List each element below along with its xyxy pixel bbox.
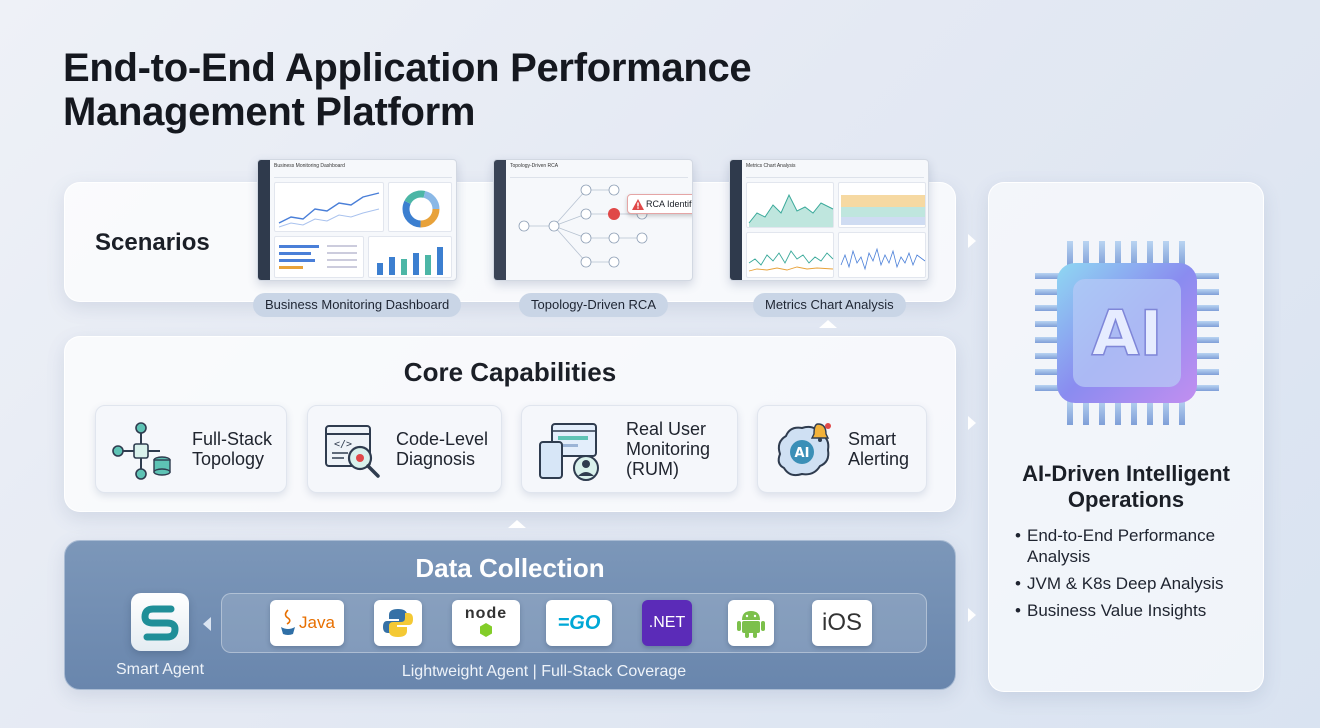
arrow-up-icon [508,520,526,528]
ai-brain-alert-icon: AI [777,423,831,477]
ai-chip-icon: AI [1035,241,1219,425]
capability-line: Real User [626,419,707,439]
scenarios-panel: Scenarios Business Monitoring Dashboard [64,159,956,317]
scenario-pill-business-dashboard[interactable]: Business Monitoring Dashboard [253,293,462,317]
capability-line: (RUM) [626,459,679,479]
page-title: End-to-End Application Performance Manag… [63,46,752,134]
capability-line: Code-Level [396,429,489,449]
python-logo[interactable] [374,600,422,646]
title-line-2: Management Platform [63,90,476,134]
brain-ai-label: AI [795,446,810,461]
warning-icon [632,199,644,210]
arrow-right-icon [968,608,976,622]
thumb-title: Business Monitoring Dashboard [274,163,345,169]
area-chart-icon [841,195,925,225]
ai-bullet: End-to-End Performance Analysis [1015,525,1255,567]
fault-node-icon [608,208,620,220]
data-collection-panel: Data Collection Smart Agent Java node [64,540,956,690]
core-title: Core Capabilities [403,357,617,387]
java-logo[interactable]: Java [270,600,344,646]
bar-chart-icon [377,247,443,275]
code-diagnosis-icon: </> [325,425,380,478]
capability-line: Smart [848,429,897,449]
capability-real-user-monitoring[interactable]: Real User Monitoring (RUM) [521,405,738,493]
donut-chart-icon [402,190,440,228]
node-text: node [464,604,508,622]
python-icon [383,609,413,637]
arrow-right-icon [968,234,976,248]
capability-smart-alerting[interactable]: AI Smart Alerting [757,405,927,493]
rum-icon [539,423,599,481]
ios-logo[interactable]: iOS [812,600,872,646]
core-capabilities-panel: Core Capabilities Full-Stack Topology </… [64,336,956,512]
business-dashboard-screenshot: Business Monitoring Dashboard [257,159,457,281]
capability-line: Alerting [848,449,910,469]
ai-title-line-2: Operations [1067,487,1185,512]
arrow-up-icon [819,320,837,328]
rca-callout: RCA Identified [627,194,692,214]
ai-title: AI-Driven Intelligent Operations [989,461,1263,513]
thumb-title: Topology-Driven RCA [510,163,559,169]
scenario-pill-metrics-chart[interactable]: Metrics Chart Analysis [753,293,906,317]
capability-line: Full-Stack [192,429,273,449]
thumb-title: Metrics Chart Analysis [746,163,796,169]
smart-agent-icon [141,605,179,641]
area-chart-icon [748,193,834,227]
line-chart-icon [840,247,926,271]
capability-line: Topology [192,449,265,469]
topology-icon [112,422,171,480]
capability-line: Diagnosis [396,449,476,469]
java-text: Java [299,613,335,632]
ai-operations-panel: AI AI-Driven Intelligent Operations End-… [988,182,1264,692]
topology-graph-icon [518,184,648,268]
nodejs-logo[interactable]: node [452,600,520,646]
topology-rca-screenshot: Topology-Driven RCA [493,159,693,281]
data-collection-title: Data Collection [415,553,605,583]
ai-bullet: Business Value Insights [1015,600,1255,621]
dotnet-text: .NET [648,614,686,631]
java-cup-icon [281,609,296,635]
scenario-pill-topology-rca[interactable]: Topology-Driven RCA [519,293,668,317]
ios-text: iOS [821,609,862,636]
table-bars-icon [279,245,357,269]
chip-ai-label: AI [1091,297,1162,370]
language-strip: Java node =GO .NET [221,593,927,653]
ai-bullet-list: End-to-End Performance Analysis JVM & K8… [1015,525,1255,627]
dotnet-logo[interactable]: .NET [642,600,692,646]
capability-code-level-diagnosis[interactable]: </> Code-Level Diagnosis [307,405,502,493]
title-line-1: End-to-End Application Performance [63,46,752,90]
line-chart-icon [748,250,834,272]
ai-bullet: JVM & K8s Deep Analysis [1015,573,1255,594]
scenarios-label: Scenarios [95,229,210,256]
smart-agent-logo[interactable] [131,593,189,651]
smart-agent-label: Smart Agent [115,661,205,678]
ai-title-line-1: AI-Driven Intelligent [1022,461,1230,486]
hexagon-icon [480,622,492,637]
line-chart-icon [278,192,380,228]
capability-full-stack-topology[interactable]: Full-Stack Topology [95,405,287,493]
rca-callout-text: RCA Identified [646,199,692,209]
arrow-left-icon [203,617,211,631]
go-logo[interactable]: =GO [546,600,612,646]
metrics-chart-screenshot: Metrics Chart Analysis [729,159,929,281]
go-text: =GO [557,611,601,634]
android-logo[interactable] [728,600,774,646]
svg-text:</>: </> [334,439,352,450]
android-icon [737,611,765,638]
capability-line: Monitoring [626,439,711,459]
language-strip-label: Lightweight Agent | Full-Stack Coverage [401,663,687,680]
arrow-right-icon [968,416,976,430]
